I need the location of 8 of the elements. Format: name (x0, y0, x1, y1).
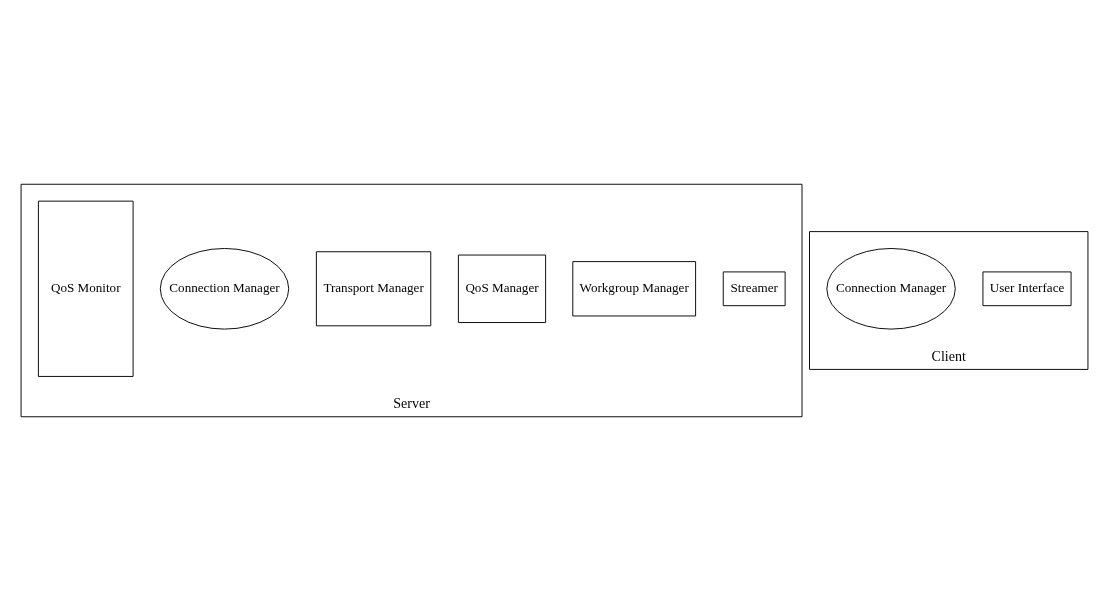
node-box: Streamer (722, 271, 786, 307)
node-ellipse: Connection Manager (159, 248, 290, 330)
node-box: Transport Manager (315, 251, 432, 327)
node-box: User Interface (982, 271, 1072, 307)
node-box: QoS Manager (457, 254, 547, 323)
node-ellipse: Connection Manager (826, 248, 956, 330)
node-box: QoS Monitor (37, 200, 134, 377)
node-box: Workgroup Manager (572, 261, 697, 317)
